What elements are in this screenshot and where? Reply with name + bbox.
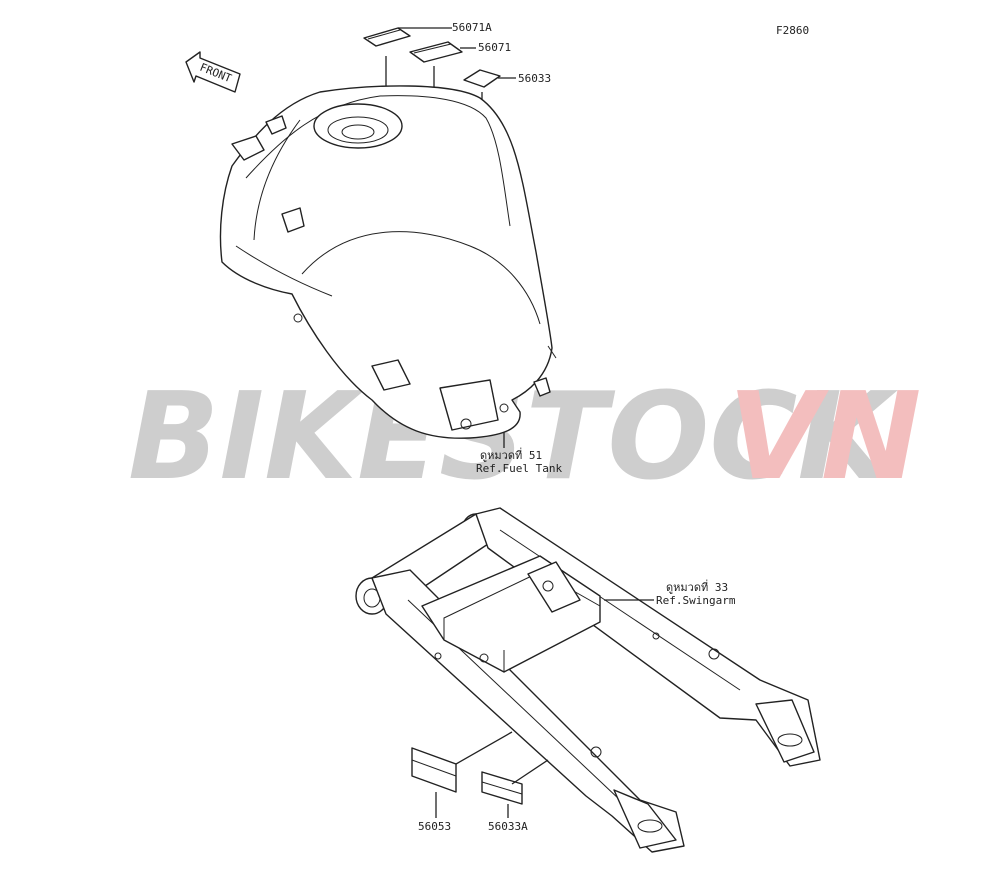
figure-code: F2860 <box>776 24 809 37</box>
callout-56033A: 56033A <box>488 820 528 833</box>
label-56033A-icon <box>481 771 523 805</box>
ref-swingarm: Ref.Swingarm <box>656 594 736 607</box>
leader-56033A-arm <box>511 759 549 785</box>
swingarm-illustration <box>355 507 821 853</box>
watermark-text-accent: VN <box>728 368 921 507</box>
label-56033-icon <box>463 69 501 88</box>
ref-fuel-tank: Ref.Fuel Tank <box>476 462 562 475</box>
fuel-tank-illustration <box>219 85 557 439</box>
ref-swingarm-thai: ดูหมวดที่ 33 <box>666 579 728 594</box>
callout-56071: 56071 <box>478 41 511 54</box>
callout-56071A: 56071A <box>452 21 492 34</box>
callout-56053: 56053 <box>418 820 451 833</box>
label-56071-icon <box>409 41 463 63</box>
front-arrow-icon: FRONT <box>185 51 241 93</box>
label-56053-icon <box>411 747 457 793</box>
callout-56033: 56033 <box>518 72 551 85</box>
ref-fuel-tank-thai: ดูหมวดที่ 51 <box>480 447 542 462</box>
leader-56053-arm <box>455 731 513 765</box>
label-56071A-icon <box>363 27 411 47</box>
